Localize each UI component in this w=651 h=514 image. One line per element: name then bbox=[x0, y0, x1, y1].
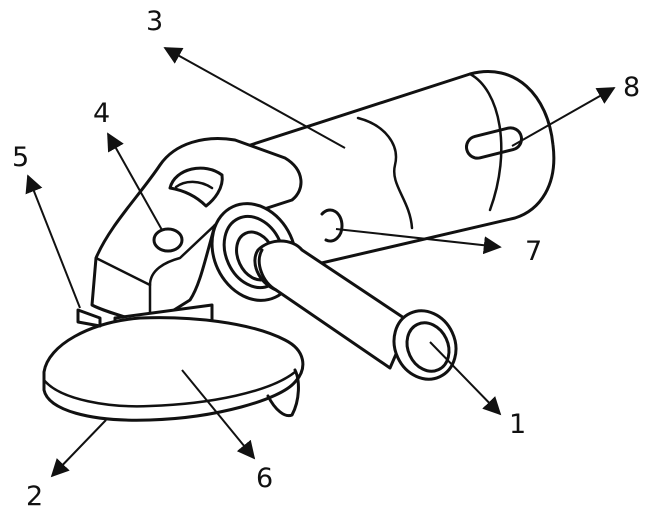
wheel-guard bbox=[42, 308, 305, 422]
side-handle bbox=[210, 202, 458, 381]
switch-slot bbox=[465, 126, 523, 160]
arrow-7 bbox=[335, 228, 502, 255]
label-1: 1 bbox=[509, 409, 526, 440]
callout-arrows bbox=[25, 47, 616, 478]
gear-head bbox=[90, 137, 303, 327]
label-5: 5 bbox=[12, 142, 29, 173]
arrow-6 bbox=[181, 369, 256, 460]
arrow-4 bbox=[107, 132, 163, 231]
arrow-5 bbox=[25, 174, 81, 309]
label-2: 2 bbox=[26, 481, 43, 512]
callout-labels: 3 8 4 5 7 1 6 2 bbox=[12, 6, 640, 512]
label-6: 6 bbox=[256, 463, 273, 494]
arrow-1 bbox=[429, 341, 502, 416]
motor-housing bbox=[233, 70, 556, 270]
label-3: 3 bbox=[146, 6, 163, 37]
arrow-2 bbox=[50, 419, 107, 478]
arrow-8 bbox=[511, 87, 616, 147]
spindle-lock-button bbox=[152, 227, 184, 253]
label-8: 8 bbox=[623, 72, 640, 103]
label-4: 4 bbox=[93, 98, 110, 129]
label-7: 7 bbox=[525, 236, 542, 267]
arrow-3 bbox=[163, 47, 346, 149]
